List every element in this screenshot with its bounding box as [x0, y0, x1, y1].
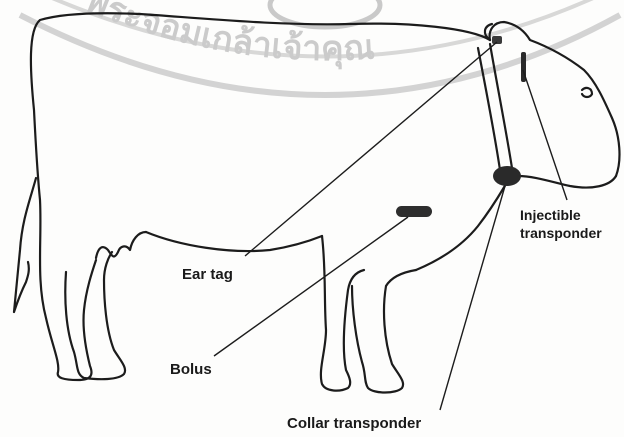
cow-front-leg-front	[352, 270, 416, 393]
collar-transponder-leader	[440, 186, 505, 410]
collar-transponder-marker	[493, 166, 521, 186]
leader-lines	[214, 42, 567, 410]
cow-udder	[96, 232, 146, 258]
cow-front-leg-rear	[321, 236, 364, 391]
injectible-transponder-label: Injectible transponder	[520, 206, 602, 242]
bolus-marker	[396, 206, 432, 217]
cow-back-and-rear	[31, 13, 490, 380]
cow-belly	[146, 232, 322, 251]
cow-outline	[14, 13, 619, 392]
collar-transponder-label: Collar transponder	[287, 415, 421, 432]
cow-tail	[14, 178, 36, 312]
ear-tag-label: Ear tag	[182, 266, 233, 283]
injectible-transponder-label-line1: Injectible	[520, 206, 602, 224]
cow-nostril	[582, 88, 592, 97]
injectible-transponder-label-line2: transponder	[520, 224, 602, 242]
cow-hind-leg	[65, 252, 125, 379]
bolus-label: Bolus	[170, 361, 212, 378]
ear-tag-leader	[245, 42, 497, 256]
cow-neck-underside	[518, 176, 616, 188]
bolus-leader	[214, 217, 408, 356]
